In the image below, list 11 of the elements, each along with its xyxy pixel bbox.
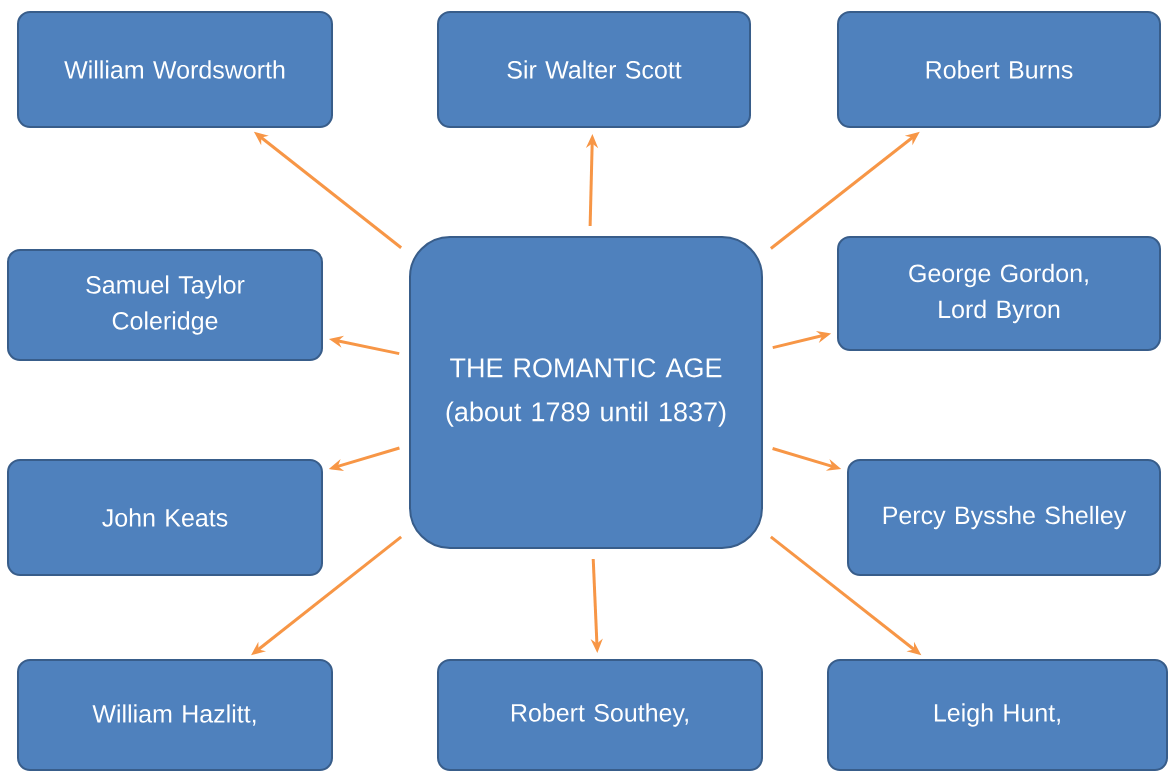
name-box: Robert Burns — [837, 11, 1161, 128]
name-box: John Keats — [7, 459, 323, 576]
name-box: Sir Walter Scott — [437, 11, 751, 128]
name-box: Leigh Hunt, — [827, 659, 1168, 771]
name-box: George Gordon, Lord Byron — [837, 236, 1161, 351]
title-box: THE ROMANTIC AGE (about 1789 until 1837) — [409, 236, 763, 549]
name-box: Robert Southey, — [437, 659, 763, 771]
name-box: Percy Bysshe Shelley — [847, 459, 1161, 576]
name-box: William Hazlitt, — [17, 659, 333, 771]
name-box: Samuel Taylor Coleridge — [7, 249, 323, 361]
name-box: William Wordsworth — [17, 11, 333, 128]
